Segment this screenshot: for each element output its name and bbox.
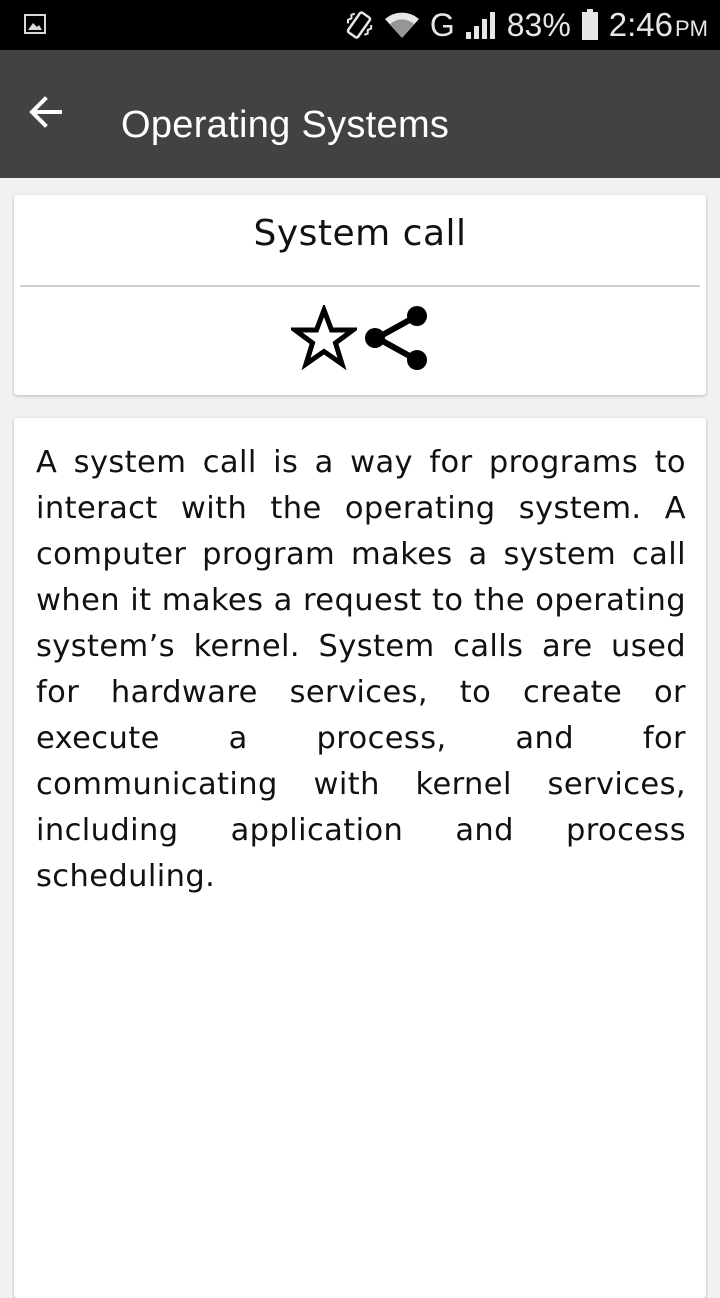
network-type: G: [429, 7, 455, 43]
wifi-icon: [384, 10, 420, 40]
clock-suffix: PM: [675, 16, 708, 41]
status-icons: G 83% 2:46PM: [344, 0, 708, 50]
page-title: Operating Systems: [121, 104, 450, 146]
back-button[interactable]: [22, 90, 70, 138]
vibrate-icon: [344, 8, 374, 42]
battery-percent: 83%: [506, 7, 571, 43]
star-icon[interactable]: [291, 305, 357, 371]
back-arrow-icon: [28, 94, 64, 134]
divider: [20, 285, 700, 287]
share-icon[interactable]: [363, 305, 429, 371]
battery-icon: [581, 9, 599, 41]
clock-time: 2:46: [608, 6, 673, 43]
image-notification-icon: [24, 13, 46, 35]
topic-description: A system call is a way for programs to i…: [36, 445, 686, 894]
topic-title: System call: [253, 213, 467, 254]
signal-icon: [465, 10, 497, 40]
topic-content-card: A system call is a way for programs to i…: [14, 418, 706, 1298]
topic-header-card: System call: [14, 195, 706, 395]
clock: 2:46PM: [609, 0, 708, 50]
app-bar: Operating Systems: [0, 50, 720, 178]
topic-actions: [14, 305, 706, 371]
status-bar: G 83% 2:46PM: [0, 0, 720, 50]
